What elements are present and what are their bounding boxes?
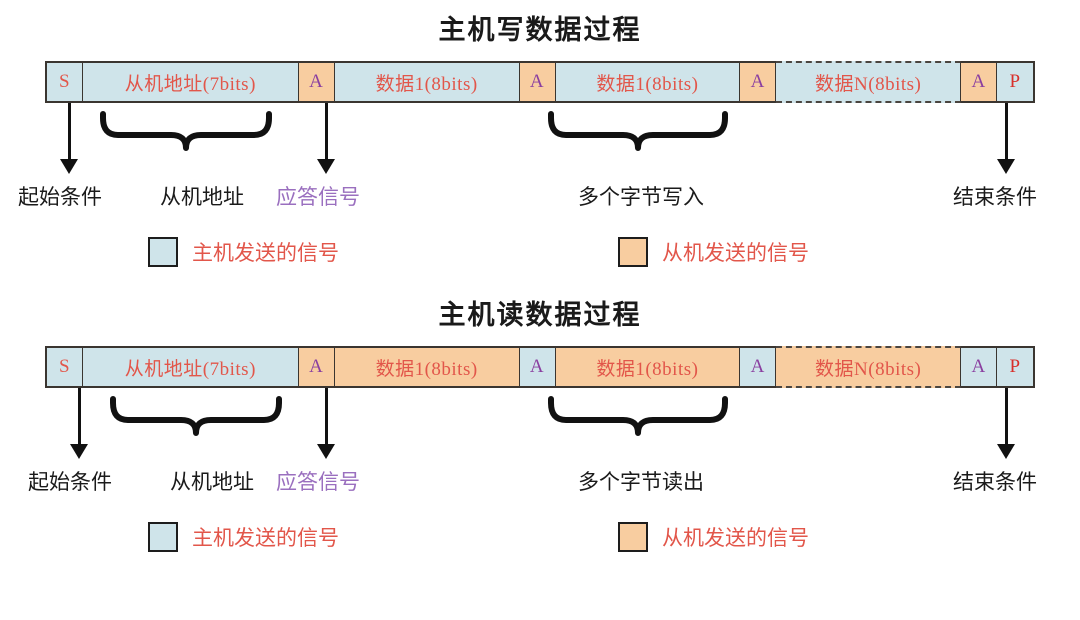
- frame-cell: 数据1(8bits): [555, 348, 741, 386]
- annotation-label: 起始条件: [28, 470, 112, 494]
- frame-cell: 数据1(8bits): [555, 63, 741, 101]
- arrowhead-icon: [997, 159, 1015, 174]
- annotation-label: 起始条件: [18, 185, 102, 209]
- annotation-label: 应答信号: [276, 470, 360, 494]
- frame-cell: S: [47, 63, 83, 101]
- pointer-line: [1005, 388, 1008, 446]
- arrowhead-icon: [997, 444, 1015, 459]
- frame-cell: 数据N(8bits): [776, 61, 962, 103]
- frame-cell: A: [961, 63, 998, 101]
- annotation-label: 多个字节读出: [578, 470, 704, 494]
- write-legend: 主机发送的信号 从机发送的信号: [0, 237, 1080, 283]
- write-diagram-title: 主机写数据过程: [438, 15, 642, 45]
- read-legend: 主机发送的信号 从机发送的信号: [0, 522, 1080, 568]
- frame-cell: P: [997, 348, 1034, 386]
- curly-brace-icon: [110, 396, 282, 445]
- read-diagram-title: 主机读数据过程: [438, 300, 642, 330]
- legend-color-swatch: [148, 237, 178, 267]
- legend-label: 主机发送的信号: [192, 241, 339, 265]
- annotation-label: 从机地址: [160, 185, 244, 209]
- frame-cell: 从机地址(7bits): [82, 63, 299, 101]
- frame-cell: S: [47, 348, 83, 386]
- write-annotation-layer: [0, 103, 1080, 181]
- read-annotation-layer: [0, 388, 1080, 466]
- legend-label: 主机发送的信号: [192, 526, 339, 550]
- annotation-label: 结束条件: [953, 185, 1037, 209]
- write-annotation-labels: 起始条件 从机地址 应答信号 多个字节写入 结束条件: [0, 181, 1080, 215]
- frame-cell: 数据N(8bits): [776, 346, 962, 388]
- frame-cell: A: [298, 348, 335, 386]
- pointer-line: [1005, 103, 1008, 161]
- legend-color-swatch: [148, 522, 178, 552]
- pointer-line: [325, 103, 328, 161]
- legend-item: 从机发送的信号: [618, 522, 809, 552]
- pointer-line: [78, 388, 81, 446]
- arrowhead-icon: [70, 444, 88, 459]
- legend-label: 从机发送的信号: [662, 526, 809, 550]
- arrowhead-icon: [317, 444, 335, 459]
- curly-brace-icon: [548, 396, 728, 445]
- annotation-label: 多个字节写入: [578, 185, 704, 209]
- frame-cell: A: [519, 348, 556, 386]
- read-annotation-labels: 起始条件 从机地址应答信号 多个字节读出 结束条件: [0, 466, 1080, 500]
- annotation-label: 应答信号: [276, 185, 360, 209]
- frame-cell: 从机地址(7bits): [82, 348, 299, 386]
- arrowhead-icon: [60, 159, 78, 174]
- annotation-label: 结束条件: [953, 470, 1037, 494]
- frame-cell: A: [519, 63, 556, 101]
- frame-cell: A: [298, 63, 335, 101]
- pointer-line: [325, 388, 328, 446]
- legend-item: 从机发送的信号: [618, 237, 809, 267]
- frame-cell: A: [961, 348, 998, 386]
- pointer-line: [68, 103, 71, 161]
- frame-cell: 数据1(8bits): [334, 348, 520, 386]
- annotation-label: 从机地址: [170, 470, 254, 494]
- legend-color-swatch: [618, 237, 648, 267]
- curly-brace-icon: [100, 111, 272, 160]
- frame-cell: 数据1(8bits): [334, 63, 520, 101]
- legend-label: 从机发送的信号: [662, 241, 809, 265]
- legend-color-swatch: [618, 522, 648, 552]
- legend-item: 主机发送的信号: [148, 237, 339, 267]
- curly-brace-icon: [548, 111, 728, 160]
- legend-item: 主机发送的信号: [148, 522, 339, 552]
- frame-cell: A: [740, 348, 777, 386]
- arrowhead-icon: [317, 159, 335, 174]
- frame-cell: P: [997, 63, 1034, 101]
- frame-cell: A: [740, 63, 777, 101]
